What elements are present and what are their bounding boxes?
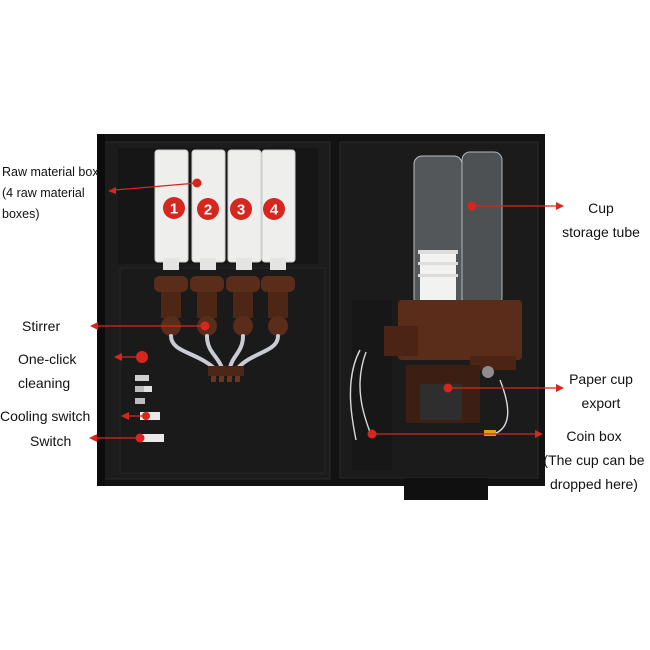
power-switch-plate[interactable]	[140, 434, 164, 442]
label-raw-material-box: Raw material box (4 raw material boxes)	[2, 165, 99, 221]
badge-4-number: 4	[270, 202, 279, 219]
cup-storage-tubes	[413, 151, 503, 307]
cup-dispenser	[384, 300, 522, 423]
stirrer-4	[261, 276, 295, 336]
coin-box-indicator	[484, 430, 496, 436]
label-one-click-cleaning: One-click cleaning	[18, 351, 77, 391]
label-paper-cup-export: Paper cup export	[569, 371, 633, 411]
label-stirrer: Stirrer	[22, 318, 61, 334]
label-cup-storage-tube: Cup storage tube	[562, 200, 640, 240]
box-number-badges: 1 2 3 4	[163, 197, 285, 220]
stirrer-2	[190, 276, 224, 336]
badge-3-number: 3	[237, 202, 245, 219]
badge-1-number: 1	[170, 201, 178, 218]
stirrer-3	[226, 276, 260, 336]
badge-2-number: 2	[204, 202, 212, 219]
stirrers	[154, 276, 295, 336]
badge-2: 2	[197, 198, 219, 220]
hoses	[169, 334, 280, 370]
label-cooling-switch: Cooling switch	[0, 408, 91, 424]
label-switch: Switch	[30, 433, 72, 449]
cup-drop-chute	[404, 478, 488, 500]
nozzle-manifold	[208, 366, 244, 376]
nozzles	[211, 376, 240, 382]
callouts	[89, 178, 564, 443]
badge-4: 4	[263, 198, 285, 220]
label-coin-box: Coin box (The cup can be dropped here)	[543, 428, 645, 492]
badge-1: 1	[163, 197, 185, 219]
badge-3: 3	[230, 198, 252, 220]
